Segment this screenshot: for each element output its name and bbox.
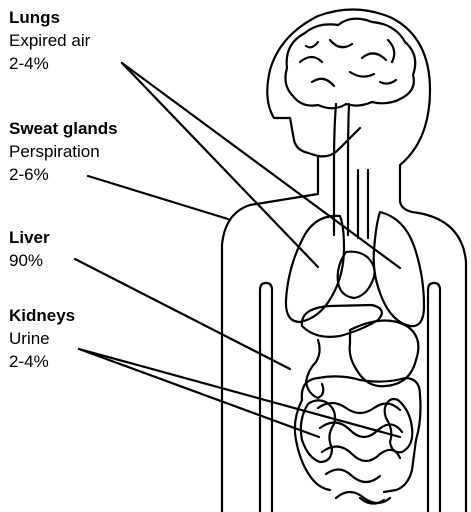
heart-icon (338, 252, 375, 298)
trachea (358, 170, 368, 238)
sweat-glands-leader-line (88, 176, 228, 219)
gallbladder-icon (306, 340, 323, 398)
left-arm (260, 283, 272, 512)
right-kidney (385, 399, 413, 452)
right-arm (428, 283, 440, 512)
brain-icon (285, 19, 415, 109)
liver-icon (302, 305, 382, 337)
liver-leader-line (75, 259, 290, 369)
kidneys-leader-line-1 (79, 349, 319, 437)
lungs-leader-line-2 (122, 63, 400, 268)
lungs-leader-line-1 (122, 63, 318, 267)
